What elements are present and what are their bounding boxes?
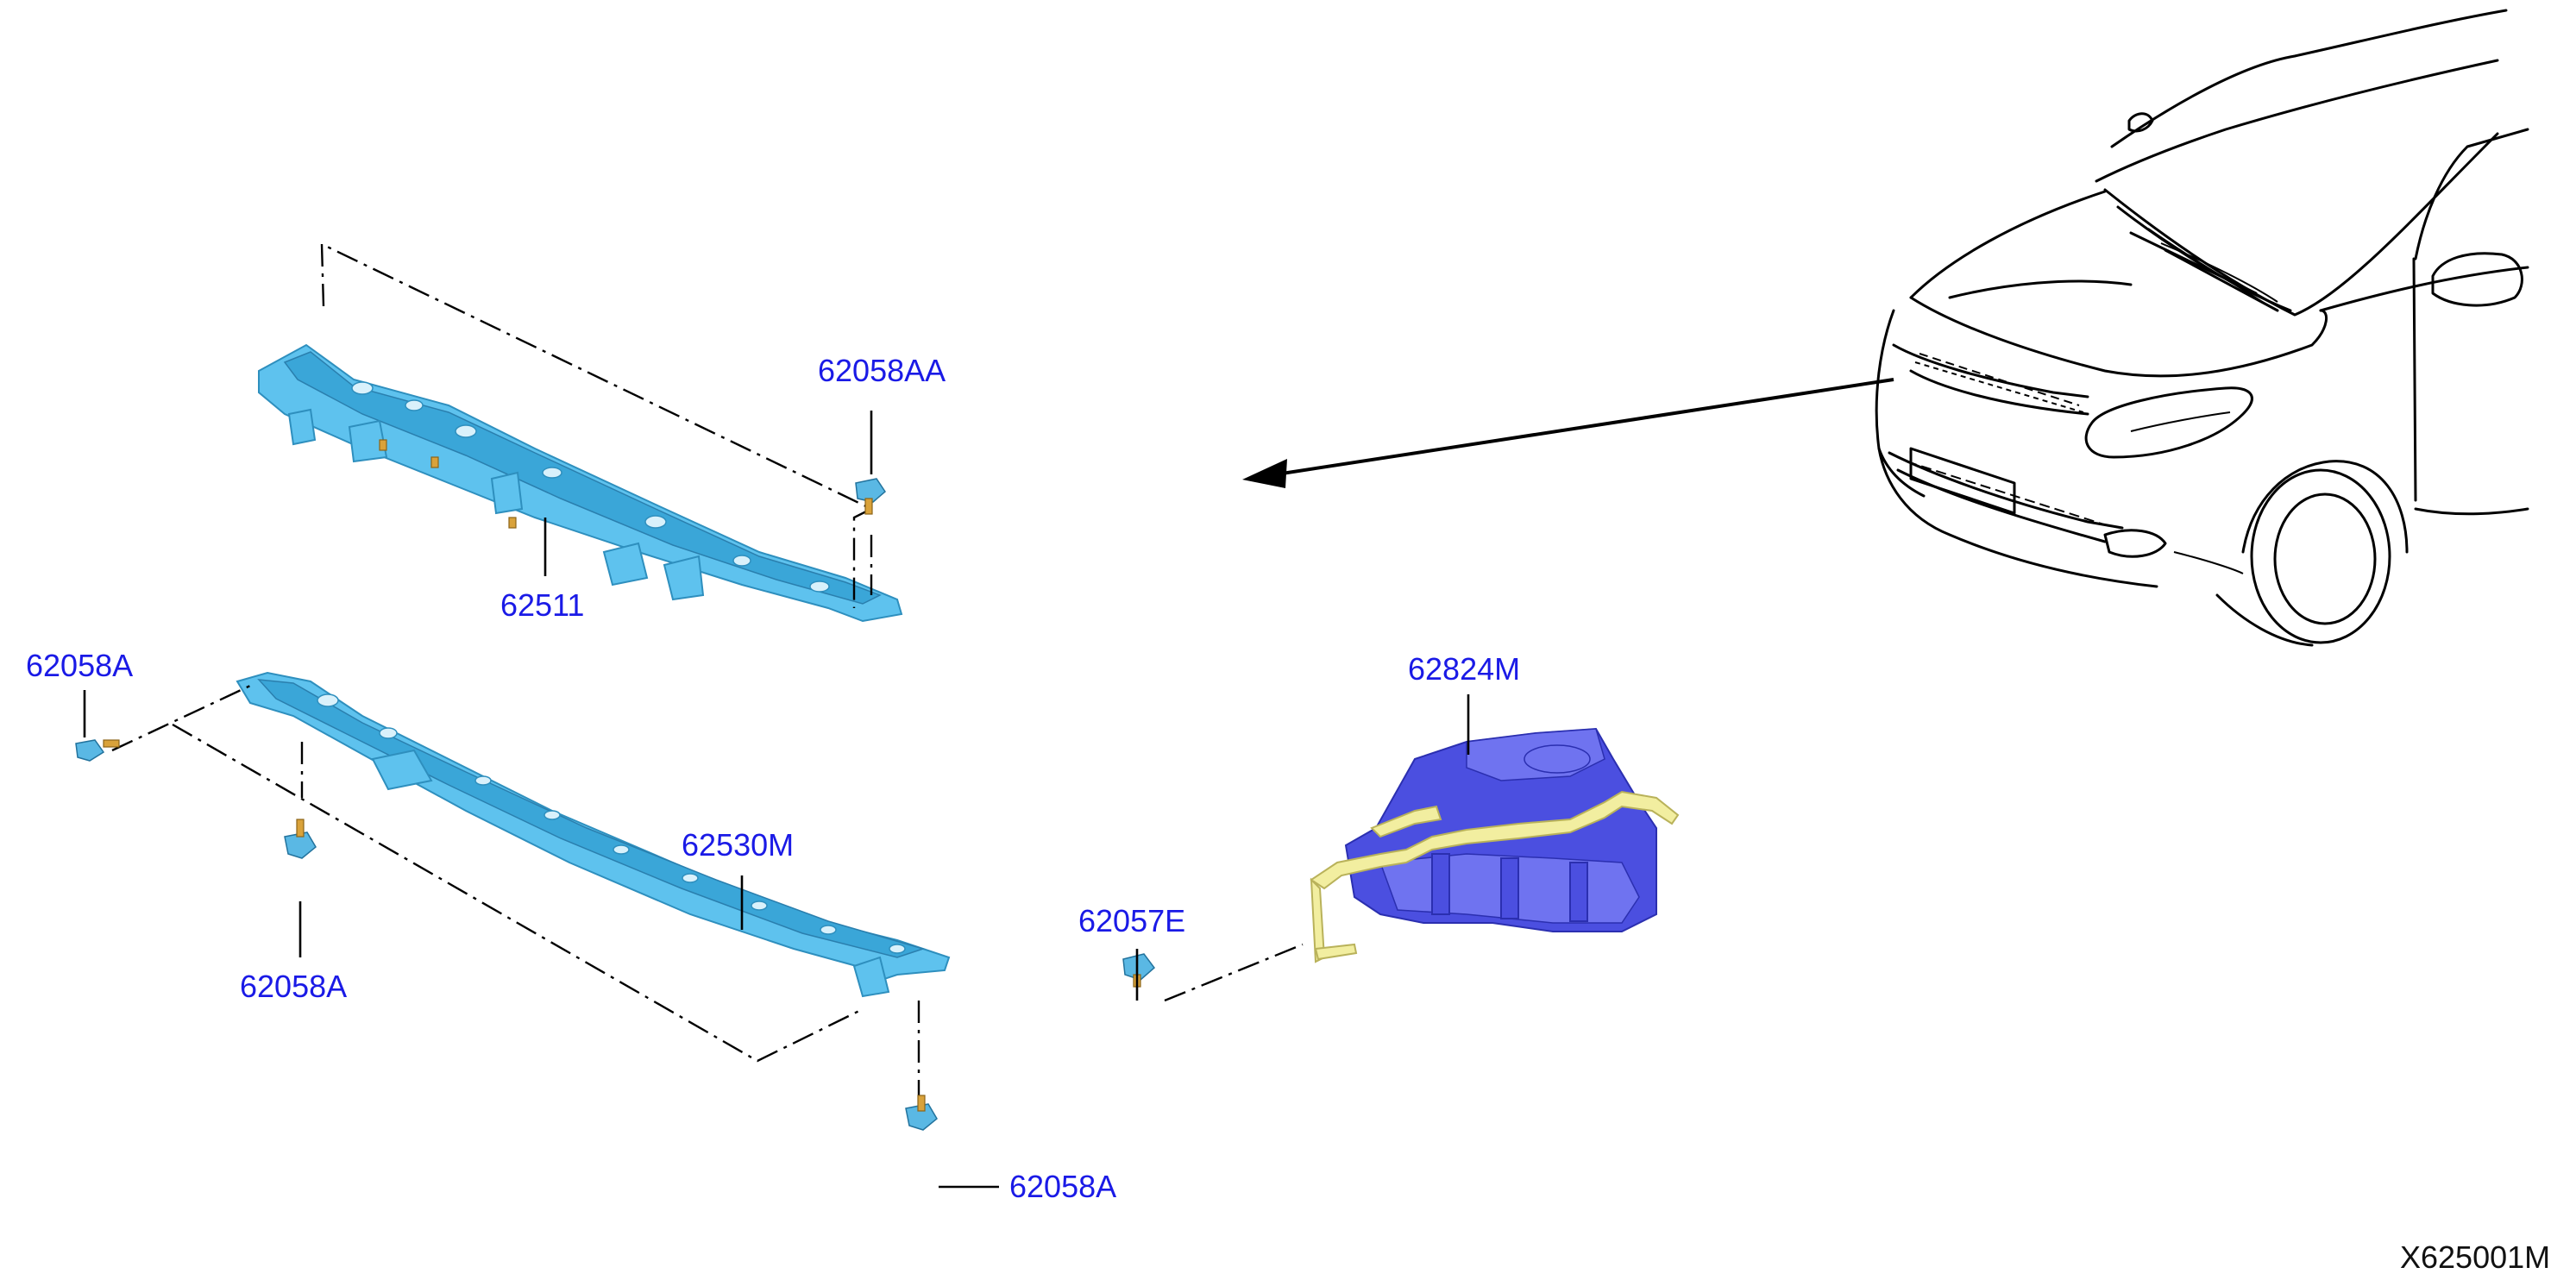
clip-62058A-lower-left bbox=[284, 819, 317, 859]
callout-62058A-lower-right: 62058A bbox=[1009, 1169, 1116, 1204]
callout-62530M: 62530M bbox=[682, 827, 794, 863]
duct-62824M bbox=[1310, 727, 1680, 963]
callout-62058A-left: 62058A bbox=[26, 648, 133, 683]
diagram-code: X625001M bbox=[2400, 1239, 2550, 1275]
pointer-arrow bbox=[1242, 378, 1894, 488]
lower-support-62530M bbox=[236, 671, 951, 998]
callout-62511: 62511 bbox=[500, 587, 584, 623]
clip-62057E bbox=[1122, 953, 1156, 988]
clip-62058A-left bbox=[75, 739, 120, 762]
callout-62057E: 62057E bbox=[1078, 903, 1185, 938]
callout-62058AA: 62058AA bbox=[818, 353, 946, 388]
clip-62058AA bbox=[855, 478, 886, 515]
upper-support-62511 bbox=[258, 343, 903, 623]
callout-62058A-lower-left: 62058A bbox=[240, 969, 347, 1004]
car-illustration bbox=[1875, 9, 2529, 647]
clip-62058A-lower-right bbox=[905, 1095, 938, 1131]
callout-62824M: 62824M bbox=[1408, 651, 1520, 687]
